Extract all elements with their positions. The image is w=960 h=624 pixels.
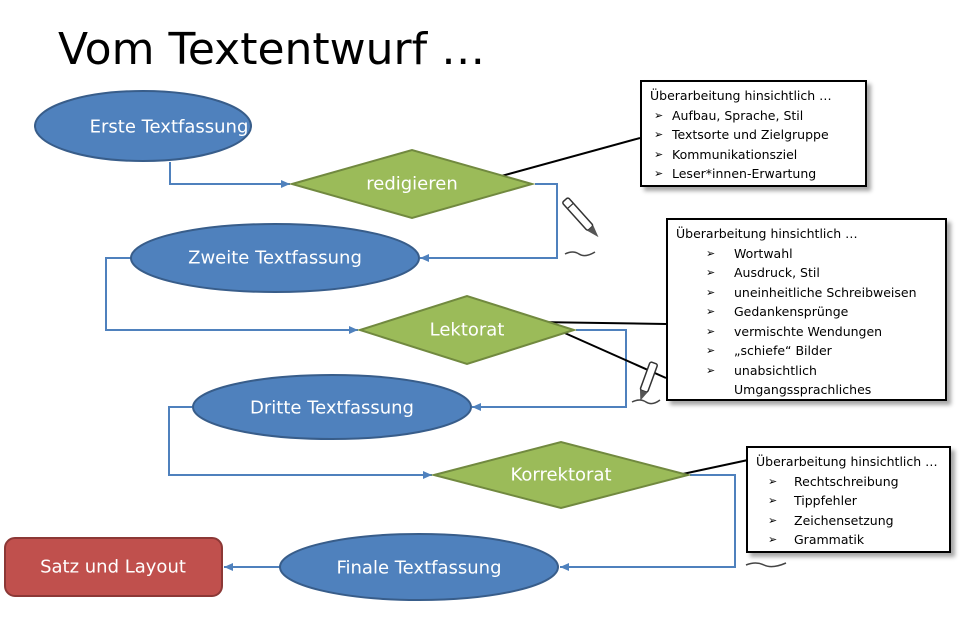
callout-heading: Überarbeitung hinsichtlich …	[756, 454, 938, 469]
list-item: vermischte Wendungen	[676, 322, 937, 342]
label-korrektorat: Korrektorat	[510, 464, 612, 486]
connector-erste-to-redigieren	[169, 162, 290, 188]
label-dritte-textfassung: Dritte Textfassung	[250, 397, 414, 419]
label-zweite-textfassung: Zweite Textfassung	[188, 247, 362, 269]
node-finale-textfassung	[279, 533, 559, 601]
pen-scribble	[745, 562, 787, 568]
callout-heading: Überarbeitung hinsichtlich …	[650, 88, 832, 103]
node-dritte-textfassung	[192, 374, 472, 440]
node-korrektorat	[430, 440, 692, 510]
list-item: uneinheitliche Schreibweisen	[676, 283, 937, 303]
callout-list: Aufbau, Sprache, Stil Textsorte und Ziel…	[650, 106, 857, 184]
callout-lektorat: Überarbeitung hinsichtlich … Wortwahl Au…	[666, 218, 947, 401]
node-erste-textfassung	[34, 90, 252, 162]
list-item: Zeichensetzung	[756, 511, 941, 531]
list-item: Wortwahl	[676, 244, 937, 264]
connector-dritte-to-korrektorat	[168, 406, 432, 479]
list-item: Ausdruck, Stil	[676, 263, 937, 283]
callout-redigieren: Überarbeitung hinsichtlich … Aufbau, Spr…	[640, 80, 867, 187]
callout-heading: Überarbeitung hinsichtlich …	[676, 226, 858, 241]
connector-zweite-to-lektorat	[105, 257, 358, 334]
list-item: Aufbau, Sprache, Stil	[650, 106, 857, 126]
pen-scribble	[564, 251, 596, 257]
label-erste-textfassung: Erste Textfassung	[89, 116, 249, 138]
node-lektorat	[356, 294, 578, 366]
callout-korrektorat: Überarbeitung hinsichtlich … Rechtschrei…	[746, 446, 951, 553]
node-redigieren	[288, 148, 536, 220]
list-item: Leser*innen-Erwartung	[650, 164, 857, 184]
pen-icon	[562, 197, 599, 238]
pen-scribble	[631, 399, 661, 405]
node-satz-und-layout	[4, 537, 223, 597]
label-finale-textfassung: Finale Textfassung	[336, 557, 502, 579]
connector-lektorat-to-dritte	[472, 329, 627, 411]
page-title: Vom Textentwurf …	[58, 24, 486, 75]
connector-korrektorat-to-finale	[560, 474, 736, 571]
callout-list: Wortwahl Ausdruck, Stil uneinheitliche S…	[676, 244, 937, 400]
list-item: Grammatik	[756, 530, 941, 550]
label-lektorat: Lektorat	[429, 319, 505, 341]
pen-icon	[639, 361, 658, 401]
list-item: Kommunikationsziel	[650, 145, 857, 165]
list-item: Textsorte und Zielgruppe	[650, 125, 857, 145]
list-item: „schiefe“ Bilder	[676, 341, 937, 361]
node-zweite-textfassung	[130, 223, 420, 293]
list-item: Gedankensprünge	[676, 302, 937, 322]
callout-list: Rechtschreibung Tippfehler Zeichensetzun…	[756, 472, 941, 550]
list-item: unabsichtlich Umgangssprachliches	[676, 361, 937, 400]
connector-redigieren-to-zweite	[420, 183, 558, 262]
callout-pointer-lektorat-upper	[534, 321, 667, 325]
label-redigieren: redigieren	[366, 173, 458, 195]
list-item: Rechtschreibung	[756, 472, 941, 492]
label-satz-und-layout: Satz und Layout	[40, 556, 186, 578]
list-item: Tippfehler	[756, 491, 941, 511]
